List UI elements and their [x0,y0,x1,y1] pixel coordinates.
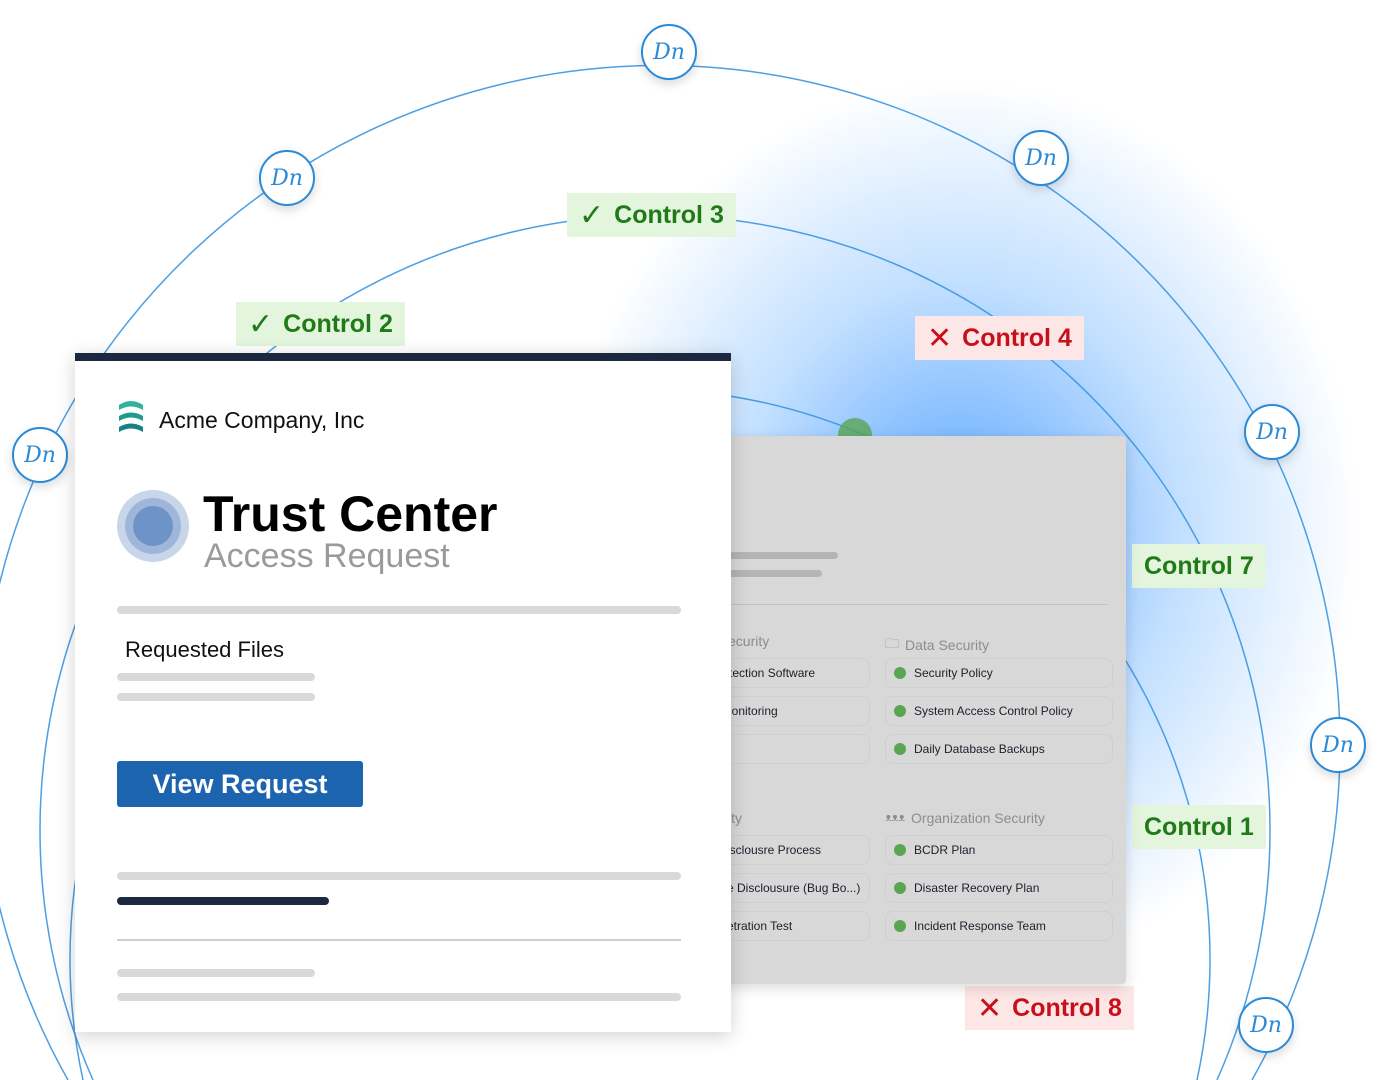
control-badge: ✕Control 8 [965,986,1134,1030]
control-badge: ✓Control 3 [567,193,736,237]
control-row[interactable]: e Disclousure (Bug Bo...) [700,873,870,903]
status-dot [894,882,906,894]
company-logo [119,401,143,432]
status-dot [894,920,906,932]
placeholder-bar [117,673,315,681]
control-row[interactable]: Incident Response Team [885,911,1113,941]
signature-icon: Dn [12,427,68,483]
control-badge: Control 7 [1132,544,1266,588]
placeholder-bar [700,552,838,559]
status-dot [894,743,906,755]
users-icon: ᴥᴥᴥ [885,812,906,824]
status-dot [894,844,906,856]
signature-icon: Dn [1013,130,1069,186]
section-heading: ecurity [728,633,770,649]
status-dot [894,667,906,679]
x-icon: ✕ [977,991,1003,1025]
control-badge: Control 1 [1132,805,1266,849]
signature-icon: Dn [1244,404,1300,460]
company-name: Acme Company, Inc [159,407,365,433]
control-row[interactable]: Security Policy [885,658,1113,688]
avatar [117,490,189,562]
x-icon: ✕ [927,321,953,355]
placeholder-bar [117,606,681,614]
control-row[interactable]: Daily Database Backups [885,734,1113,764]
control-row[interactable]: lonitoring [700,696,870,726]
control-row[interactable]: BCDR Plan [885,835,1113,865]
control-badge: ✕Control 4 [915,316,1084,360]
placeholder-bar [117,897,329,905]
signature-icon: Dn [1310,717,1366,773]
placeholder-bar [117,969,315,977]
requested-files-heading: Requested Files [125,637,284,662]
placeholder-bar [117,872,681,880]
divider [700,604,1108,605]
control-row[interactable]: tection Software [700,658,870,688]
access-request-card: Acme Company, Inc Trust Center Access Re… [75,353,731,1032]
signature-icon: Dn [1238,997,1294,1053]
check-icon: ✓ [248,307,274,341]
control-row[interactable]: isclousre Process [700,835,870,865]
control-row[interactable]: System Access Control Policy [885,696,1113,726]
view-request-button[interactable]: View Request [117,761,363,807]
controls-panel: ecurity tection Software lonitoring 🗀Dat… [700,436,1126,984]
section-heading: ity [728,810,742,826]
status-dot [838,418,872,438]
signature-icon: Dn [259,150,315,206]
page-title: Trust Center [203,486,498,542]
check-icon: ✓ [579,198,605,232]
divider [117,939,681,941]
control-badge: ✓Control 2 [236,302,405,346]
placeholder-bar [117,993,681,1001]
signature-icon: Dn [641,24,697,80]
placeholder-bar [700,570,822,577]
placeholder-bar [117,693,315,701]
status-dot [894,705,906,717]
control-row[interactable]: etration Test [700,911,870,941]
page-subtitle: Access Request [204,537,450,575]
control-row[interactable]: Disaster Recovery Plan [885,873,1113,903]
control-row[interactable] [700,734,870,764]
section-heading-data-security: 🗀Data Security [885,633,989,657]
folder-lock-icon: 🗀 [885,635,899,651]
